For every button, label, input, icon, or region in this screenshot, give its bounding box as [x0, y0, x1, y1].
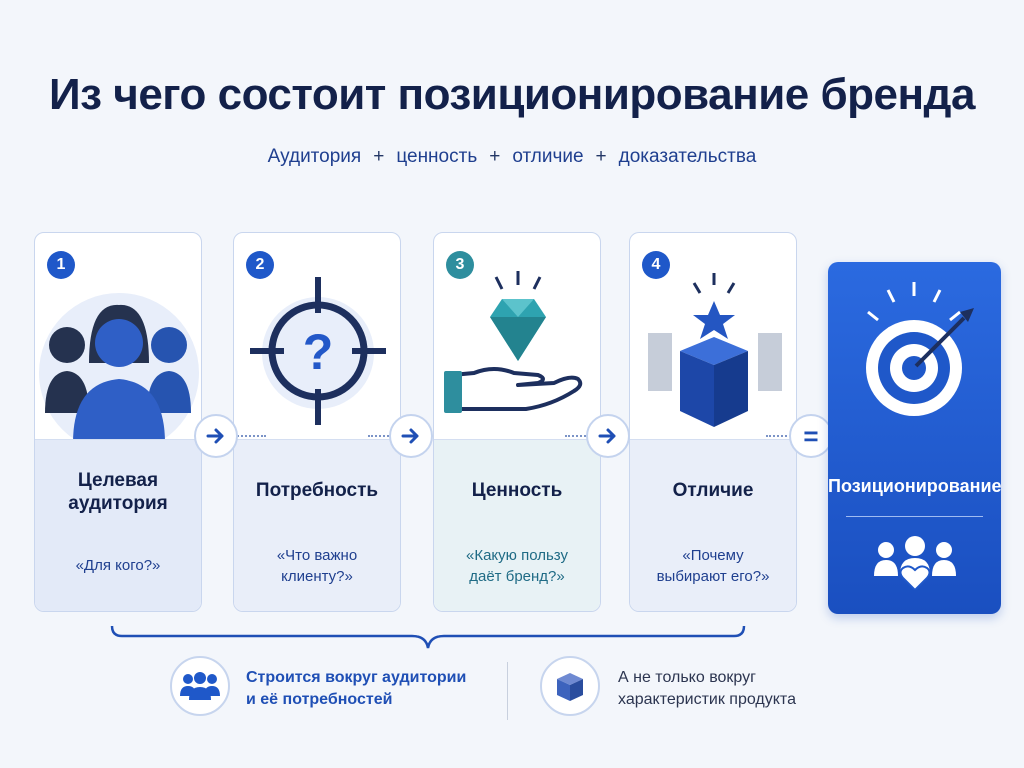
step-number: 2 [246, 251, 274, 279]
step-number: 3 [446, 251, 474, 279]
step-card-audience: 1 Целевая аудитория «Для кого?» [34, 232, 202, 612]
step-question: «Какую пользу даёт бренд?» [434, 545, 600, 587]
audience-group-icon [170, 656, 230, 716]
page-title: Из чего состоит позиционирование бренда [49, 70, 975, 119]
svg-text:?: ? [303, 324, 334, 380]
step-card-difference: 4 Отличие «Почему выбирают его?» [629, 232, 797, 612]
step-label: Целевая аудитория [35, 469, 201, 515]
bullseye-target-icon [866, 282, 974, 416]
arrow-right-icon [194, 414, 238, 458]
step-question: «Для кого?» [75, 557, 161, 574]
people-heart-icon [874, 536, 956, 590]
result-divider [846, 516, 983, 517]
step-card-need: ? 2 Потребность «Что важно клиенту?» [233, 232, 401, 612]
people-group-icon [39, 293, 199, 443]
standout-cube-star-icon [648, 273, 782, 427]
step-label: Ценность [471, 480, 563, 501]
step-label-line: аудитория [68, 493, 168, 514]
footer-text-line: и её потребностей [246, 691, 393, 708]
step-label-line: Целевая [77, 470, 159, 491]
step-question-line: «Что важно [276, 547, 358, 564]
subtitle-part-difference: отличие [512, 146, 584, 167]
step-number: 4 [642, 251, 670, 279]
step-question: «Что важно клиенту?» [234, 545, 400, 587]
target-question-icon: ? [250, 277, 386, 425]
footer-text-line: А не только вокруг [618, 669, 756, 686]
equals-sign: = [789, 414, 833, 458]
subtitle-part-value: ценность [396, 146, 478, 167]
step-question-line: клиенту?» [281, 568, 353, 585]
subtitle-part-audience: Аудитория [267, 146, 362, 167]
step-question-line: выбирают его?» [656, 568, 770, 585]
footer-divider [507, 662, 508, 720]
card-bottom [35, 439, 201, 611]
result-label: Позиционирование [828, 476, 1002, 496]
footer-audience-text: Строится вокруг аудитории и её потребнос… [246, 667, 466, 711]
step-question-line: «Почему [682, 547, 744, 564]
plus-sign: + [489, 146, 501, 167]
step-question-line: «Какую пользу [466, 547, 568, 564]
card-bottom [434, 439, 600, 611]
card-bottom [234, 439, 400, 611]
step-card-value: 3 Ценность «Какую пользу даёт бренд?» [433, 232, 601, 612]
subtitle-part-proofs: доказательства [618, 146, 757, 167]
diamond-hand-icon [444, 271, 583, 413]
card-bottom [630, 439, 796, 611]
equals-text: = [803, 421, 819, 451]
grouping-brace [110, 625, 746, 649]
plus-sign: + [373, 146, 385, 167]
step-label: Потребность [255, 480, 379, 501]
footer-text-line: Строится вокруг аудитории [246, 669, 467, 686]
footer-product-text: А не только вокруг характеристик продукт… [618, 667, 796, 711]
step-number: 1 [47, 251, 75, 279]
step-question-line: даёт бренд?» [469, 568, 565, 585]
arrow-right-icon [389, 414, 433, 458]
step-question: «Почему выбирают его?» [630, 545, 796, 587]
plus-sign: + [595, 146, 607, 167]
result-card-positioning: Позиционирование [828, 262, 1002, 614]
footer-text-line: характеристик продукта [618, 691, 796, 708]
product-box-icon [540, 656, 600, 716]
step-label: Отличие [672, 480, 754, 501]
subtitle: Аудитория + ценность + отличие + доказательств… [0, 146, 1024, 168]
arrow-right-icon [586, 414, 630, 458]
